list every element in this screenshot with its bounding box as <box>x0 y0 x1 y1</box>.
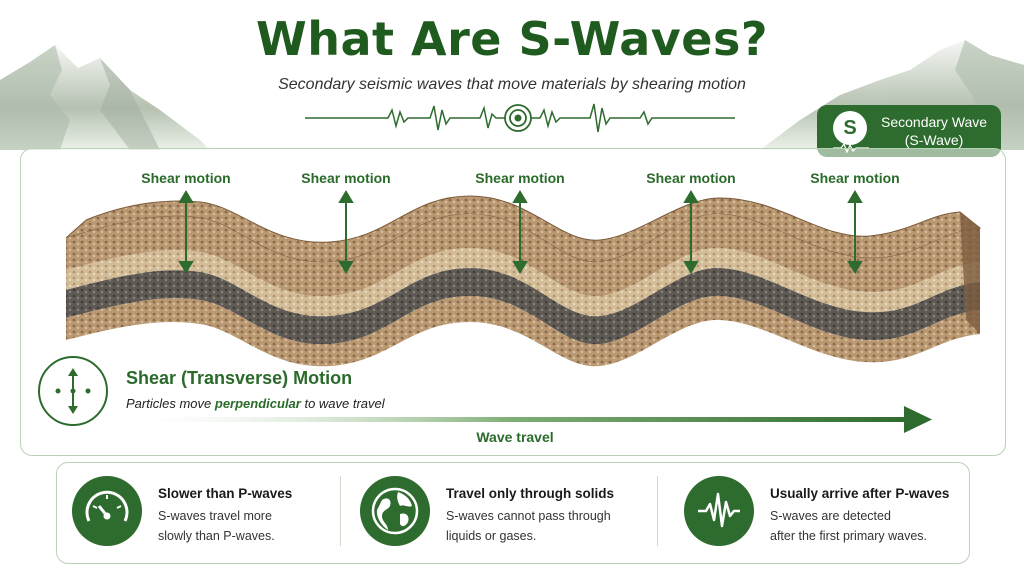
transverse-motion-title: Shear (Transverse) Motion <box>126 368 353 388</box>
fact-title: Slower than P-waves <box>158 486 293 501</box>
shear-motion-label: Shear motion <box>810 170 900 186</box>
facts-divider <box>657 476 658 546</box>
transverse-motion-desc: Particles move perpendicular to wave tra… <box>126 396 385 411</box>
header-seismogram-line <box>305 103 735 133</box>
shear-motion-label: Shear motion <box>475 170 565 186</box>
double-arrow-icon <box>338 190 354 274</box>
seismogram-icon <box>684 476 754 546</box>
shear-motion-label: Shear motion <box>301 170 391 186</box>
facts-panel <box>56 462 970 564</box>
speedometer-icon <box>72 476 142 546</box>
badge-letter: S <box>833 111 867 145</box>
double-arrow-icon <box>683 190 699 274</box>
double-arrow-icon <box>512 190 528 274</box>
facts-divider <box>340 476 341 546</box>
badge-line1: Secondary Wave <box>881 114 988 130</box>
wave-travel-label: Wave travel <box>476 429 554 445</box>
globe-icon <box>360 476 430 546</box>
fact-title: Travel only through solids <box>446 486 615 501</box>
page-title: What Are S-Waves? <box>255 12 769 66</box>
transverse-motion-icon <box>38 356 108 426</box>
badge-line2: (S-Wave) <box>904 132 964 148</box>
shear-motion-label: Shear motion <box>141 170 231 186</box>
double-arrow-icon <box>847 190 863 274</box>
fact-title: Usually arrive after P-waves <box>770 486 950 501</box>
badge-text: Secondary Wave (S-Wave) <box>881 113 987 149</box>
left-mountains <box>0 45 210 150</box>
page-subtitle: Secondary seismic waves that move materi… <box>278 76 746 93</box>
double-arrow-icon <box>178 190 194 274</box>
shear-motion-label: Shear motion <box>646 170 736 186</box>
